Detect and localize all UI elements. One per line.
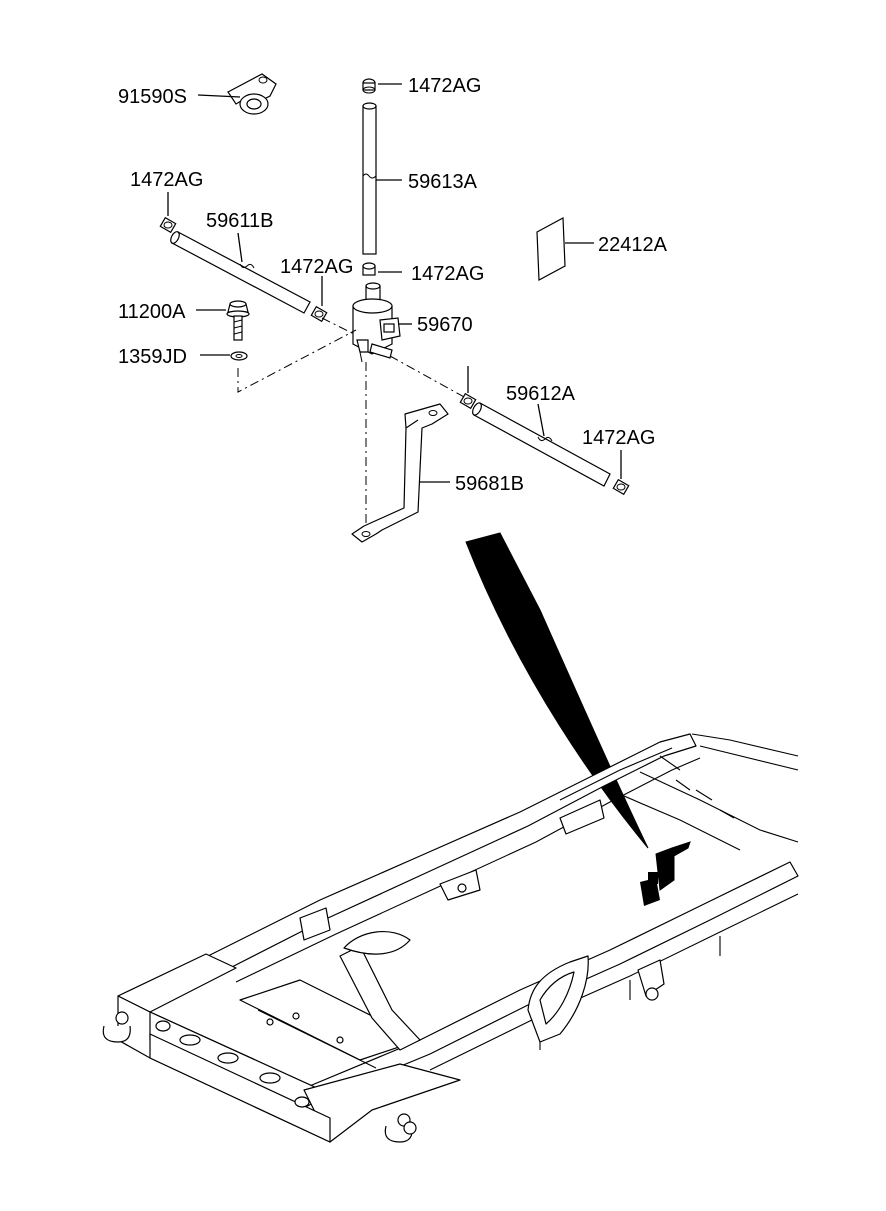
assembly-line <box>237 329 357 393</box>
hose-right <box>472 402 611 487</box>
solenoid-valve <box>352 282 401 363</box>
callout-1472ag-top: 1472AG <box>408 75 481 97</box>
vehicle-frame <box>102 733 799 1143</box>
assembly-line <box>389 355 467 399</box>
callout-59611b: 59611B <box>206 210 273 232</box>
washer <box>230 351 248 361</box>
callout-59613a: 59613A <box>408 171 478 193</box>
callout-1472ag-mid: 1472AG <box>280 256 353 278</box>
label-sticker <box>536 217 566 281</box>
callout-22412a: 22412A <box>598 234 668 256</box>
clamp-right-a <box>459 392 477 410</box>
callout-59681b: 59681B <box>455 473 524 495</box>
clamp-left <box>159 216 177 234</box>
bolt <box>226 300 250 341</box>
clamp-mid <box>310 305 328 323</box>
callout-11200a: 11200A <box>118 301 186 323</box>
callout-1472ag-right: 1472AG <box>582 427 655 449</box>
hose-vertical <box>362 78 377 276</box>
callout-91590s: 91590S <box>118 86 187 108</box>
callout-59670: 59670 <box>417 314 473 336</box>
leader-line <box>237 232 243 263</box>
hose-left <box>170 231 311 314</box>
clip-part <box>227 73 277 115</box>
callout-1472ag-left: 1472AG <box>130 169 203 191</box>
leader-line <box>537 403 545 437</box>
callout-59612a: 59612A <box>506 383 576 405</box>
leader-line <box>197 94 241 98</box>
assembly-line <box>321 317 355 335</box>
callout-1359jd: 1359JD <box>118 346 187 368</box>
callout-1472ag-valve: 1472AG <box>411 263 484 285</box>
location-pointer <box>465 532 649 849</box>
bracket <box>351 403 449 543</box>
clamp-right-b <box>612 478 630 496</box>
